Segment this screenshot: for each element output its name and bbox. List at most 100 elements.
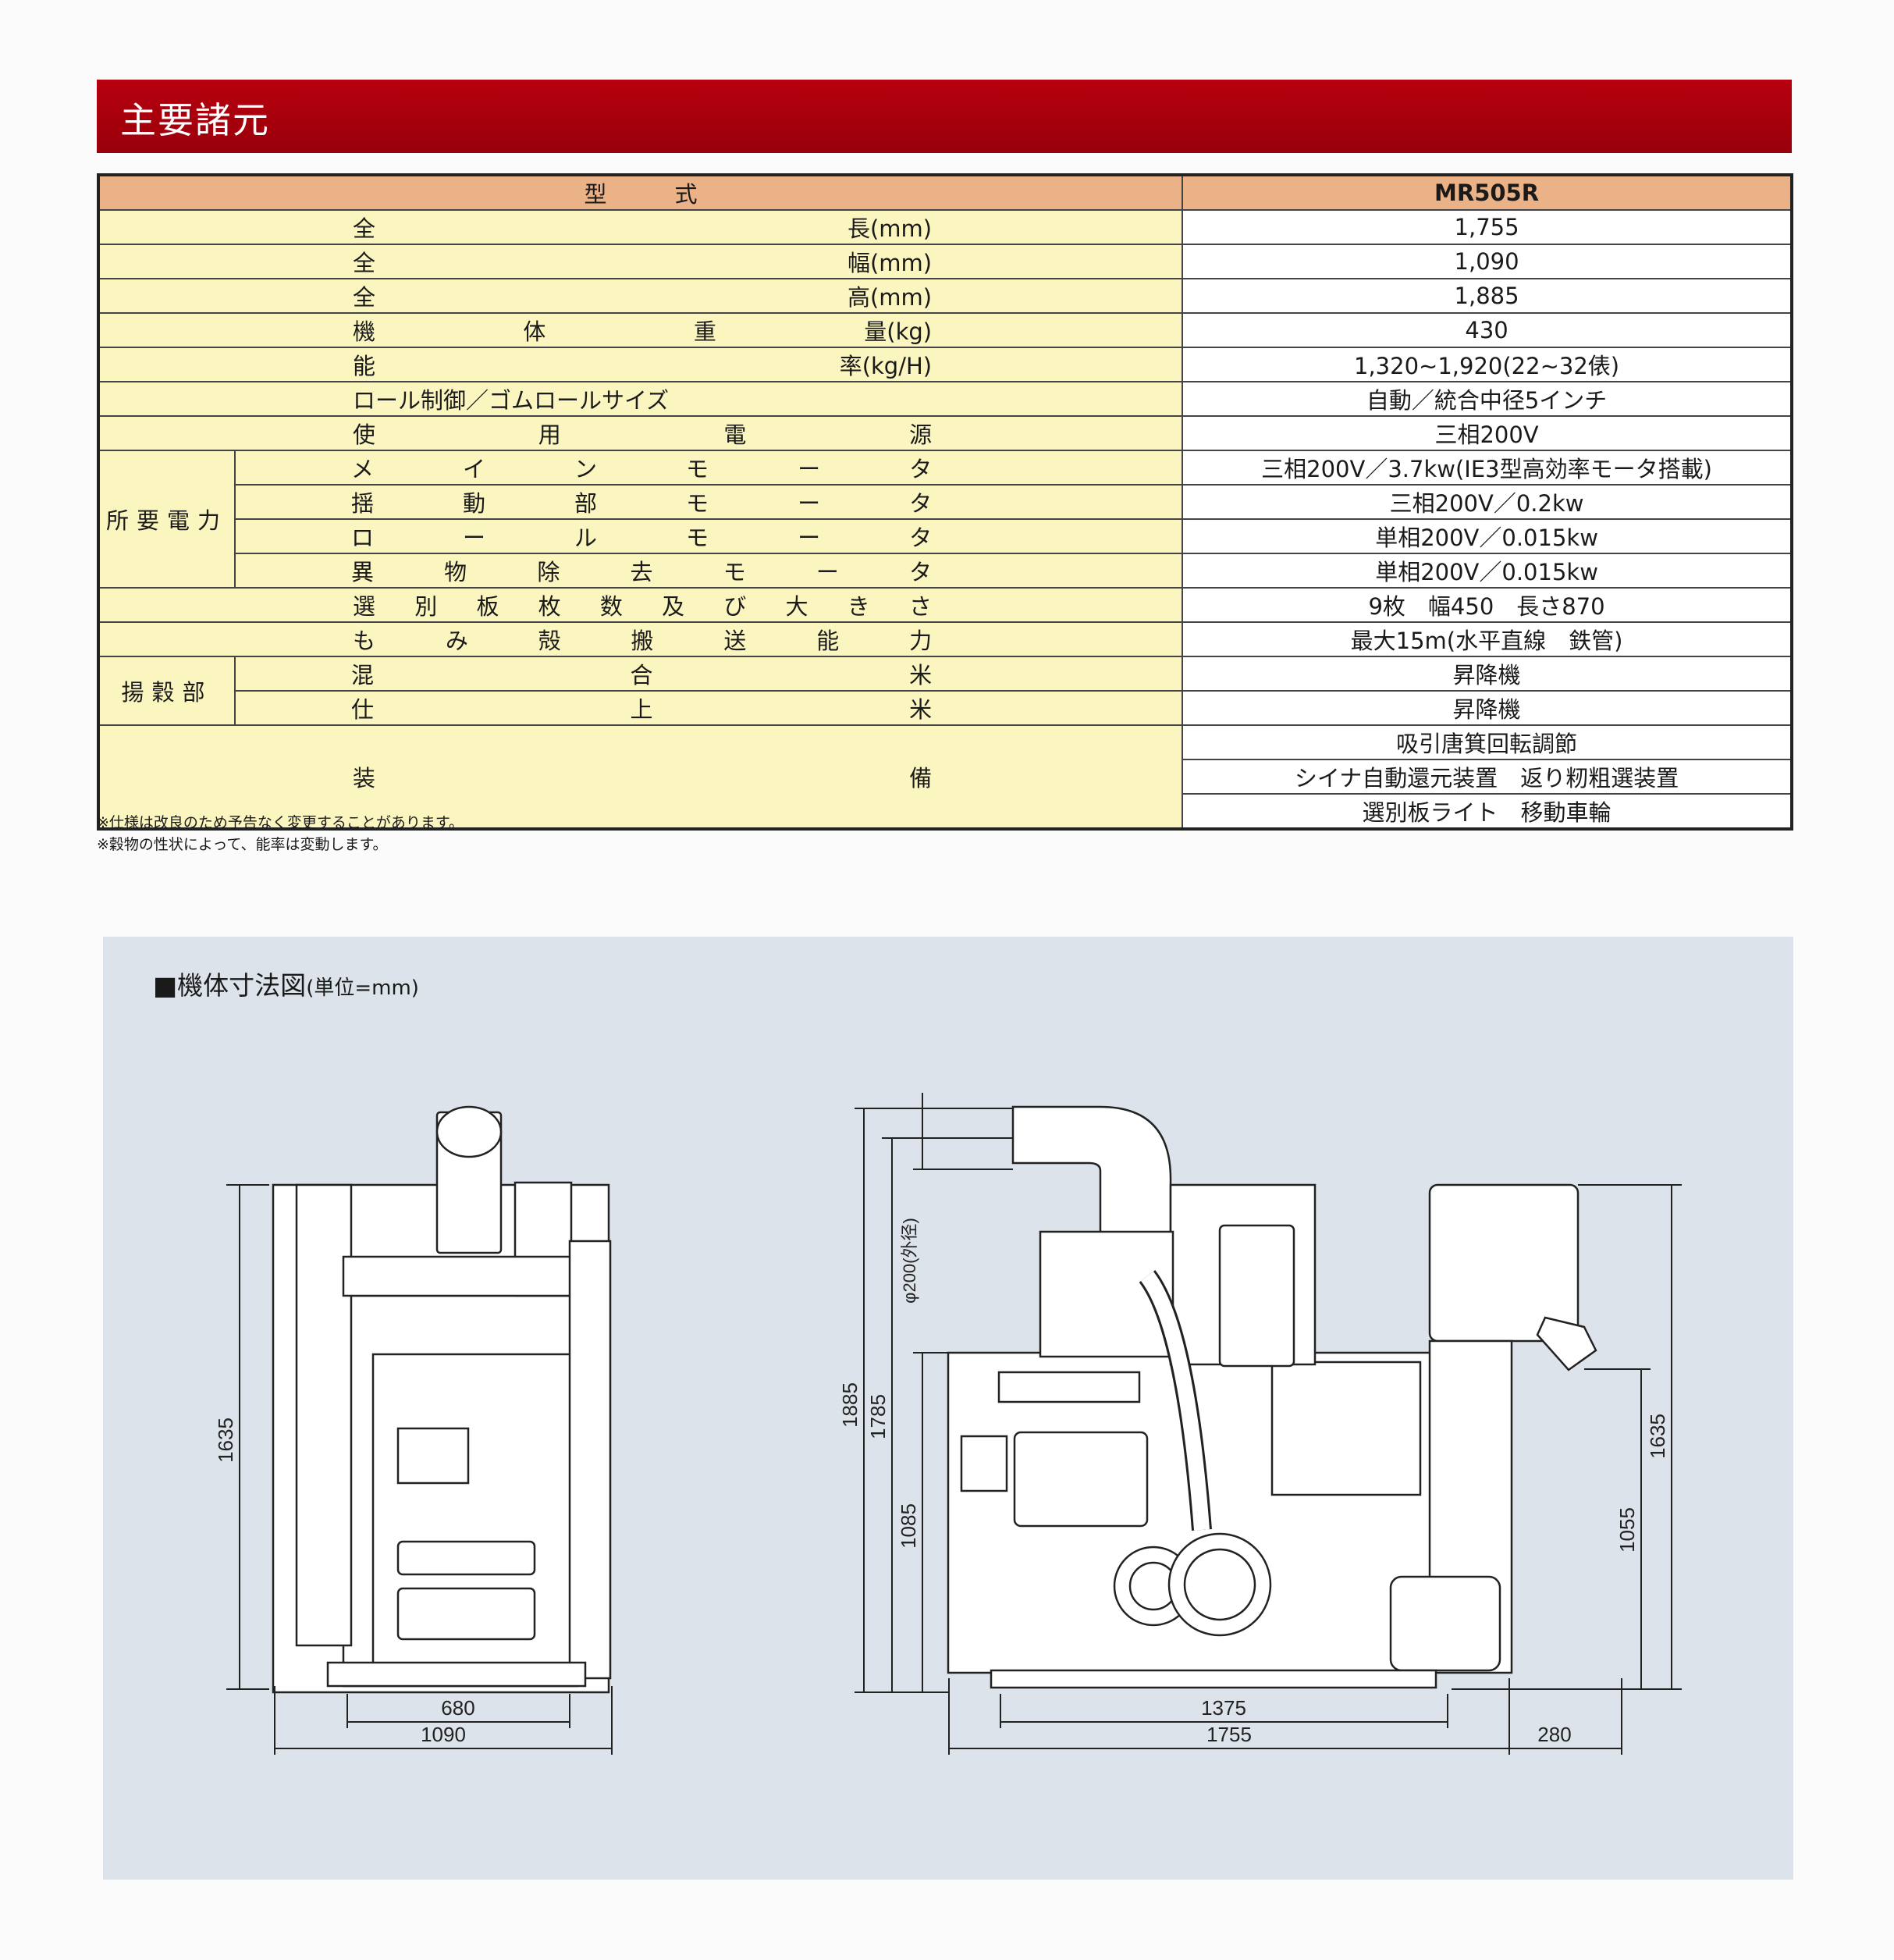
group-label: 揚穀部 [98, 656, 236, 726]
spec-label-part: モ [686, 456, 709, 482]
spec-label-part: 全 [353, 215, 376, 242]
spec-value: 1,755 [1182, 209, 1793, 245]
spec-label-part: 全 [353, 250, 376, 276]
spec-label-part: ー [816, 559, 839, 585]
spec-value: 単相200V／0.015kw [1182, 553, 1793, 589]
spec-label-part: 機 [353, 318, 376, 345]
spec-label-part: 仕 [351, 696, 375, 723]
side-total-height-label: 1885 [838, 1382, 862, 1428]
spec-value: 昇降機 [1182, 656, 1793, 692]
spec-label: もみ殻搬送能力 [100, 623, 1182, 656]
spec-label-cell: 混合米 [233, 656, 1184, 692]
note-line: ※仕様は改良のため予告なく変更することがあります。 [97, 814, 464, 831]
spec-label: 仕上米 [236, 692, 1182, 724]
drawing-unit: (単位=mm) [306, 976, 419, 1000]
spec-label: ロール制御／ゴムロールサイズ [100, 382, 1182, 415]
spec-label-part: タ [909, 559, 933, 585]
spec-label-part: 異 [351, 559, 375, 585]
outlet-height-label: 1055 [1615, 1507, 1639, 1553]
table-row: 能率(kg/H)1,320~1,920(22~32俵) [97, 347, 1793, 382]
table-header-row: 型 式 MR505R [97, 174, 1793, 211]
table-row: ロール制御／ゴムロールサイズ 自動／統合中径5インチ [97, 381, 1793, 417]
spec-label-part: き [847, 593, 870, 620]
spec-label-part: び [723, 593, 747, 620]
spec-label: 全高(mm) [100, 279, 1182, 312]
table-row: 機体重量(kg)430 [97, 312, 1793, 348]
spec-label: ロールモータ [236, 520, 1182, 553]
spec-label-part: 殻 [538, 628, 561, 654]
spec-label-part: 合 [630, 662, 653, 688]
spec-label-part: ー [798, 525, 821, 551]
spec-label-part: 上 [630, 696, 653, 723]
spec-label-part: 枚 [538, 593, 561, 620]
spec-value: 430 [1182, 312, 1793, 348]
spec-label-cell: 全幅(mm) [97, 244, 1184, 279]
spec-label-part: 及 [662, 593, 685, 620]
spec-label: 装備 [100, 760, 1182, 793]
spec-label-part: ル [574, 525, 598, 551]
spec-label-part: 板 [476, 593, 499, 620]
front-width-label: 1090 [421, 1723, 466, 1746]
equipment-item: 吸引唐箕回転調節 [1182, 724, 1793, 760]
spec-label-part: 物 [444, 559, 467, 585]
side-height-1085-label: 1085 [897, 1503, 920, 1549]
table-row: ロールモータ単相200V／0.015kw [98, 518, 1793, 554]
spec-label-cell: 異物除去モータ [233, 553, 1184, 589]
table-row: 全幅(mm)1,090 [97, 244, 1793, 279]
spec-label-part: 源 [909, 422, 933, 448]
side-view [947, 1105, 1597, 1689]
side-height-1785-label: 1785 [866, 1394, 890, 1439]
group-label: 所要電力 [98, 450, 236, 589]
spec-label-cell: 使用電源 [97, 415, 1184, 451]
model-label: 型 式 [97, 174, 1184, 211]
spec-label-part: 能 [353, 353, 376, 379]
spec-label-part: ー [463, 525, 486, 551]
spec-label-part: 長(mm) [847, 215, 933, 242]
spec-label-part: 送 [723, 628, 747, 654]
table-row: 仕上米昇降機 [98, 690, 1793, 726]
note-line: ※穀物の性状によって、能率は変動します。 [97, 836, 388, 853]
front-inner-width-label: 680 [441, 1696, 474, 1720]
pipe-diameter-label: φ200(外径) [900, 1218, 919, 1304]
front-height-label: 1635 [214, 1418, 237, 1463]
table-row: 所要電力メインモータ三相200V／3.7kw(IE3型高効率モータ搭載) [98, 450, 1793, 589]
spec-label: 揺動部モータ [236, 486, 1182, 518]
spec-label-part: ロール制御／ゴムロールサイズ [353, 387, 670, 414]
spec-label-part: 除 [537, 559, 560, 585]
spec-label-part: も [353, 628, 376, 654]
spec-label-part: 率(kg/H) [839, 353, 933, 379]
table-row: 全高(mm)1,885 [97, 278, 1793, 314]
spec-label: 使用電源 [100, 417, 1182, 450]
spec-label-part: 選 [353, 593, 376, 620]
spec-label-part: み [445, 628, 468, 654]
spec-label-part: メ [351, 456, 375, 482]
spec-label-part: 部 [574, 490, 598, 517]
spec-label-part: タ [909, 525, 933, 551]
table-row: 異物除去モータ単相200V／0.015kw [98, 553, 1793, 589]
spec-label-part: 体 [523, 318, 546, 345]
spec-label-part: 米 [909, 696, 933, 723]
table-row: 揺動部モータ三相200V／0.2kw [98, 484, 1793, 520]
spec-label-part: 能 [816, 628, 840, 654]
spec-label-part: 力 [909, 628, 933, 654]
spec-label-part: 動 [463, 490, 486, 517]
table-row: もみ殻搬送能力最大15m(水平直線 鉄管) [97, 621, 1793, 657]
spec-label-part: ー [798, 456, 821, 482]
spec-label-part: 電 [723, 422, 747, 448]
spec-label-part: タ [909, 490, 933, 517]
spec-value: 自動／統合中径5インチ [1182, 381, 1793, 417]
spec-label-part: 数 [599, 593, 623, 620]
spec-label-part: 揺 [351, 490, 375, 517]
spec-label-part: ン [574, 456, 598, 482]
table-row: 装備吸引唐箕回転調節 [97, 724, 1793, 830]
side-length-label: 1755 [1206, 1723, 1252, 1746]
table-row: 揚穀部混合米昇降機 [98, 656, 1793, 726]
spec-label-part: 重 [693, 318, 716, 345]
spec-value: 単相200V／0.015kw [1182, 518, 1793, 554]
spec-label-part: さ [908, 593, 932, 620]
equipment-item: 選別板ライト 移動車輪 [1182, 793, 1793, 830]
spec-label-cell: 全高(mm) [97, 278, 1184, 314]
table-row: シイナ自動還元装置 返り籾粗選装置 [98, 759, 1793, 795]
spec-label-part: 高(mm) [847, 284, 933, 311]
